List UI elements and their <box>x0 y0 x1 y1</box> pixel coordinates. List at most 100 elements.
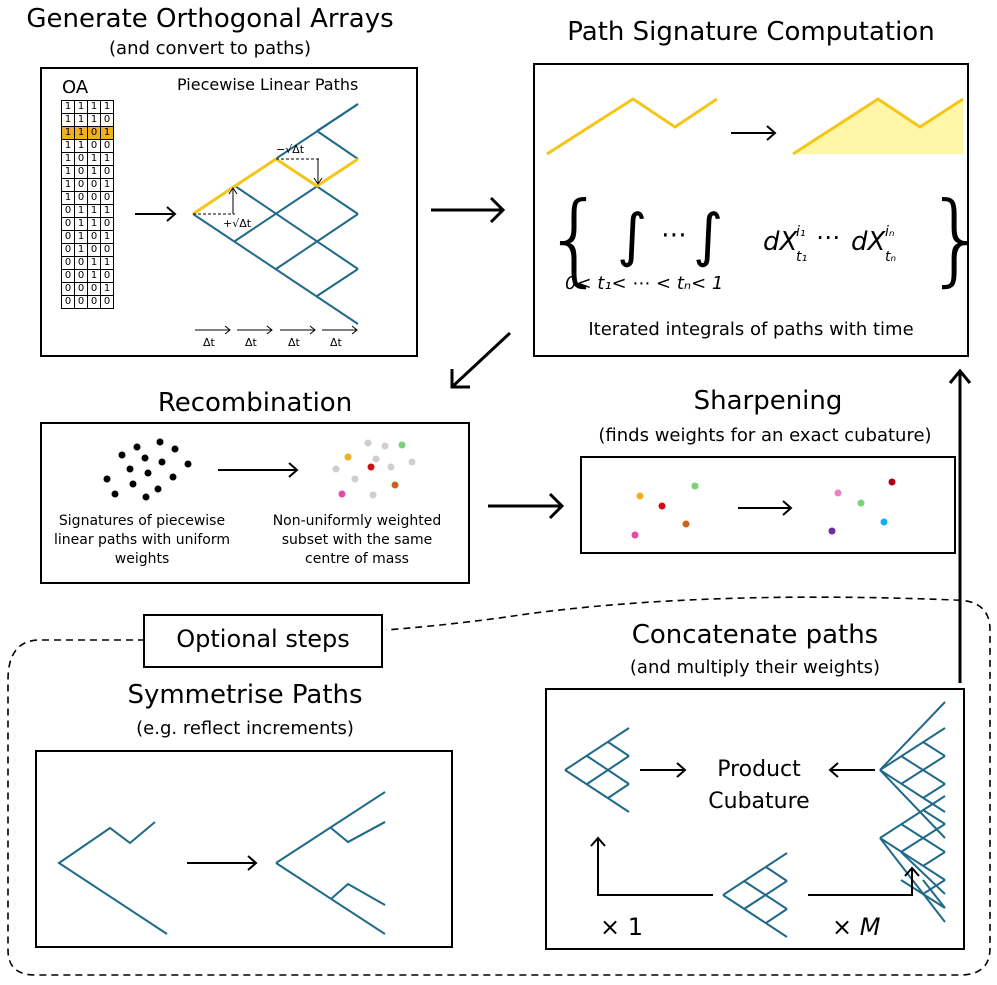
concatenate-panel <box>545 688 965 950</box>
signature-diagram: { } ∫ ⋯ ∫ 0< t₁< ⋯ < tₙ< 1 dX i₁ t₁ ⋯ dX… <box>543 97 969 340</box>
concatenated-path-lattice <box>879 701 946 923</box>
original-path <box>57 821 168 935</box>
recombination-title: Recombination <box>157 388 353 418</box>
recomb-right-caption: Non-uniformly weighted subset with the s… <box>272 513 442 567</box>
dt-label-1: Δt <box>203 336 216 349</box>
sharpening-diagram <box>631 478 896 539</box>
highlighted-path <box>192 157 359 216</box>
optional-steps-box <box>143 614 383 668</box>
oa-cell: 1 <box>100 126 114 140</box>
symmetrise-subtitle: (e.g. reflect increments) <box>136 718 354 739</box>
arrow-concatenate-to-signature <box>948 368 972 683</box>
single-path-lattice-left <box>564 727 630 813</box>
symmetrise-diagram <box>57 791 386 935</box>
formula-dx-n: dX <box>851 227 887 257</box>
plus-increment-label: +√Δt <box>223 217 252 230</box>
generate-subtitle: (and convert to paths) <box>109 38 311 59</box>
oa-cell: 0 <box>100 113 114 127</box>
formula-sup-1: i₁ <box>796 224 806 240</box>
signature-title: Path Signature Computation <box>567 17 935 47</box>
sharpening-panel <box>580 456 956 554</box>
recombination-diagram <box>103 438 416 501</box>
optional-region-outline <box>7 596 991 976</box>
sharpen-arrow <box>738 500 793 516</box>
oa-cell: 1 <box>100 256 114 270</box>
oa-cell: 1 <box>74 126 88 140</box>
brace-right: } <box>925 180 969 297</box>
generate-title: Generate Orthogonal Arrays <box>26 4 394 34</box>
arrow-signature-to-recombination <box>450 331 512 389</box>
oa-cell: 1 <box>100 282 114 296</box>
path-lattice <box>192 103 359 325</box>
arrow-generate-to-signature <box>431 196 506 224</box>
symmetrise-title: Symmetrise Paths <box>127 680 363 710</box>
minus-increment-label: −√Δt <box>276 143 305 156</box>
sig-output-path <box>792 97 964 156</box>
oa-label: OA <box>62 77 89 98</box>
concatenate-title: Concatenate paths <box>631 620 879 650</box>
oa-cell: 1 <box>100 100 114 114</box>
times-one-label: × 1 <box>600 913 643 941</box>
formula-sub-1: t₁ <box>796 249 807 265</box>
time-step-arrows <box>195 325 358 335</box>
formula-sup-n: iₙ <box>885 224 895 240</box>
arrow-oa-to-paths <box>135 206 177 222</box>
sharpening-subtitle: (finds weights for an exact cubature) <box>598 425 932 446</box>
arrow-right-to-product <box>828 762 875 778</box>
cubature-label: Cubature <box>708 789 809 814</box>
single-path-lattice-bottom <box>722 852 788 938</box>
dt-label-4: Δt <box>330 336 343 349</box>
arrow-bottom-to-left <box>590 836 713 896</box>
oa-cell: 0 <box>100 243 114 257</box>
oa-cell: 0 <box>100 295 114 309</box>
brace-left: { <box>543 180 607 297</box>
formula-dots-2: ⋯ <box>816 223 840 251</box>
uniform-points <box>103 438 192 501</box>
sig-input-path <box>546 97 718 156</box>
paths-label: Piecewise Linear Paths <box>177 75 359 94</box>
symmetrise-arrow <box>187 855 258 871</box>
times-m-label: × M <box>832 913 881 941</box>
sig-arrow <box>731 125 777 141</box>
recomb-arrow <box>218 462 299 478</box>
sharpen-input-points <box>631 482 699 539</box>
integral-1: ∫ <box>617 201 647 269</box>
sharpen-output-points <box>828 478 896 535</box>
generate-diagram: −√Δt +√Δt Δt Δt Δt Δt <box>135 103 359 349</box>
recomb-left-caption: Signatures of piecewise linear paths wit… <box>53 513 231 567</box>
weighted-points <box>332 439 416 499</box>
sharpening-title: Sharpening <box>693 386 843 416</box>
signature-caption: Iterated integrals of paths with time <box>588 319 913 340</box>
sig-filled-area <box>793 99 963 154</box>
formula-limits: 0< t₁< ⋯ < tₙ< 1 <box>565 273 723 294</box>
formula-dx-1: dX <box>763 227 799 257</box>
arrow-left-to-product <box>640 762 687 778</box>
arrow-bottom-to-right <box>808 866 920 896</box>
symmetrise-panel <box>35 750 453 948</box>
formula-sub-n: tₙ <box>885 249 896 265</box>
concatenate-diagram: Product Cubature × 1 × M <box>564 701 946 941</box>
integral-2: ∫ <box>693 201 723 269</box>
product-label: Product <box>717 757 801 782</box>
minus-increment-marker <box>276 158 323 185</box>
recombination-panel <box>40 422 470 584</box>
formula-dots: ⋯ <box>661 220 687 250</box>
optional-steps-label: Optional steps <box>176 625 350 653</box>
plus-increment-marker <box>193 187 238 215</box>
dt-label-2: Δt <box>245 336 258 349</box>
dt-label-3: Δt <box>288 336 301 349</box>
arrow-recombination-to-sharpening <box>488 492 565 520</box>
concatenate-subtitle: (and multiply their weights) <box>629 657 881 678</box>
symmetrised-paths <box>275 791 386 935</box>
